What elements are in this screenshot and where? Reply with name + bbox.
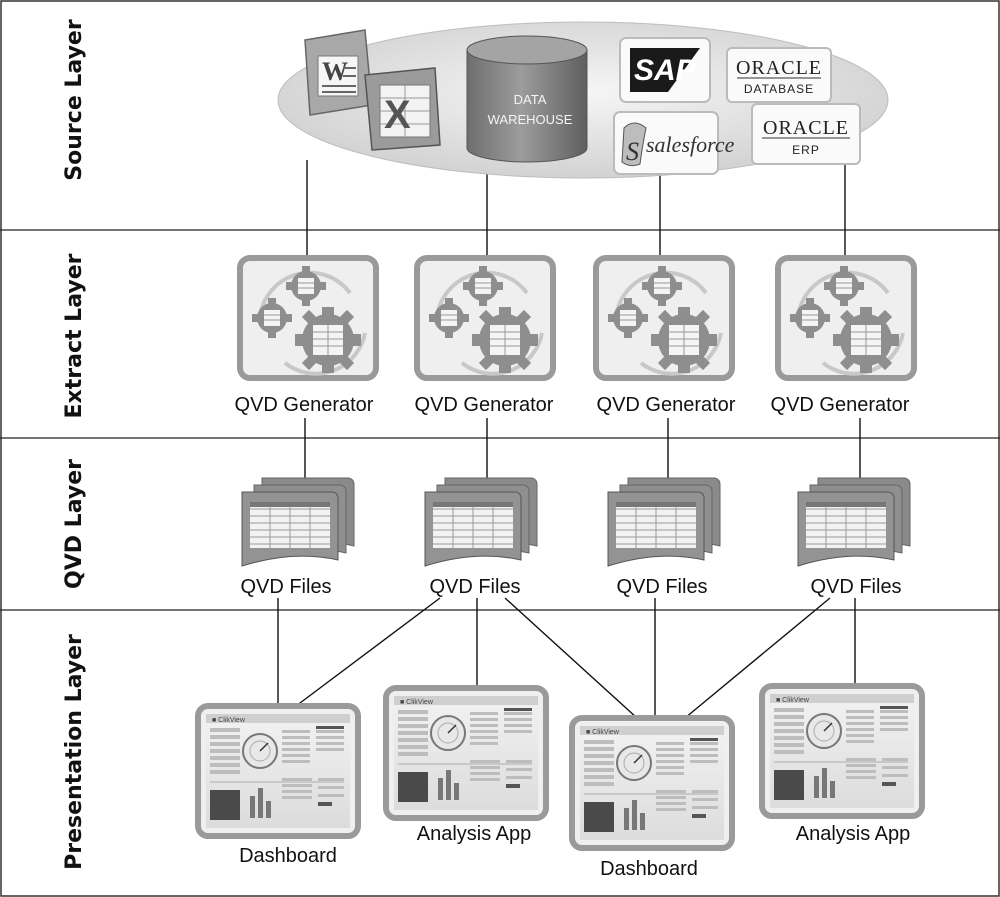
qvd-files-3	[607, 477, 721, 567]
qvd-files-4	[797, 477, 911, 567]
qvd-generator-label-1: QVD Generator	[235, 394, 374, 416]
svg-text:ORACLE: ORACLE	[763, 117, 849, 139]
connector-qvd2-dash2	[504, 597, 638, 719]
word-document-icon: W	[304, 29, 373, 116]
excel-spreadsheet-icon: X	[364, 67, 441, 151]
qvd-generator-3	[596, 258, 732, 378]
qvd-generator-4	[778, 258, 914, 378]
sap-logo: SAP	[619, 37, 711, 103]
svg-text:ERP: ERP	[792, 143, 820, 157]
file-stack-icon	[241, 477, 355, 567]
svg-text:W: W	[322, 57, 348, 86]
qvd-files-label-2: QVD Files	[429, 576, 520, 598]
analysis-app-2	[762, 686, 922, 816]
file-stack-icon	[797, 477, 911, 567]
dashboard-screen-icon	[386, 688, 546, 818]
dashboard-label-2: Dashboard	[600, 858, 698, 880]
analysis-app-label-1: Analysis App	[417, 823, 532, 845]
data-warehouse-icon: DATA WAREHOUSE	[466, 35, 588, 163]
qvd-generator-1	[240, 258, 376, 378]
layer-label-presentation: Presentation Layer	[62, 634, 87, 870]
svg-text:S: S	[626, 137, 639, 166]
qvd-files-2	[424, 477, 538, 567]
dashboard-label-1: Dashboard	[239, 845, 337, 867]
source-cloud: W X DATA WAREHOUSE SAP	[277, 21, 889, 179]
svg-text:X: X	[384, 93, 411, 137]
qvd-files-label-3: QVD Files	[616, 576, 707, 598]
file-stack-icon	[607, 477, 721, 567]
data-warehouse-label-2: WAREHOUSE	[488, 112, 573, 127]
svg-text:SAP: SAP	[634, 54, 697, 87]
file-stack-icon	[424, 477, 538, 567]
oracle-database-logo: ORACLE DATABASE	[726, 47, 832, 103]
gear-icon	[596, 258, 732, 378]
qvd-generator-label-4: QVD Generator	[771, 394, 910, 416]
oracle-erp-logo: ORACLE ERP	[751, 103, 861, 165]
connectors	[277, 160, 861, 719]
qvd-generator-label-3: QVD Generator	[597, 394, 736, 416]
gear-icon	[240, 258, 376, 378]
qvd-files-label-4: QVD Files	[810, 576, 901, 598]
layer-label-source: Source Layer	[62, 19, 87, 181]
dashboard-screen-icon	[198, 706, 358, 836]
dashboard-app-2	[572, 718, 732, 848]
layer-label-qvd: QVD Layer	[62, 459, 87, 589]
analysis-app-label-2: Analysis App	[796, 823, 911, 845]
qvd-files-label-1: QVD Files	[240, 576, 331, 598]
layer-label-extract: Extract Layer	[62, 253, 87, 418]
connector-qvd4-dash2	[684, 597, 831, 719]
data-warehouse-label-1: DATA	[514, 92, 547, 107]
qvd-files-1	[241, 477, 355, 567]
dashboard-screen-icon	[572, 718, 732, 848]
svg-text:ORACLE: ORACLE	[736, 57, 822, 79]
connector-qvd2-dash1	[295, 597, 441, 707]
gear-icon	[778, 258, 914, 378]
dashboard-app-1	[198, 706, 358, 836]
gear-icon	[417, 258, 553, 378]
svg-text:salesforce: salesforce	[646, 132, 735, 157]
svg-text:DATABASE: DATABASE	[744, 82, 814, 96]
analysis-app-1	[386, 688, 546, 818]
qvd-generator-2	[417, 258, 553, 378]
salesforce-logo: S salesforce	[613, 111, 735, 175]
dashboard-screen-icon	[762, 686, 922, 816]
qvd-generator-label-2: QVD Generator	[415, 394, 554, 416]
